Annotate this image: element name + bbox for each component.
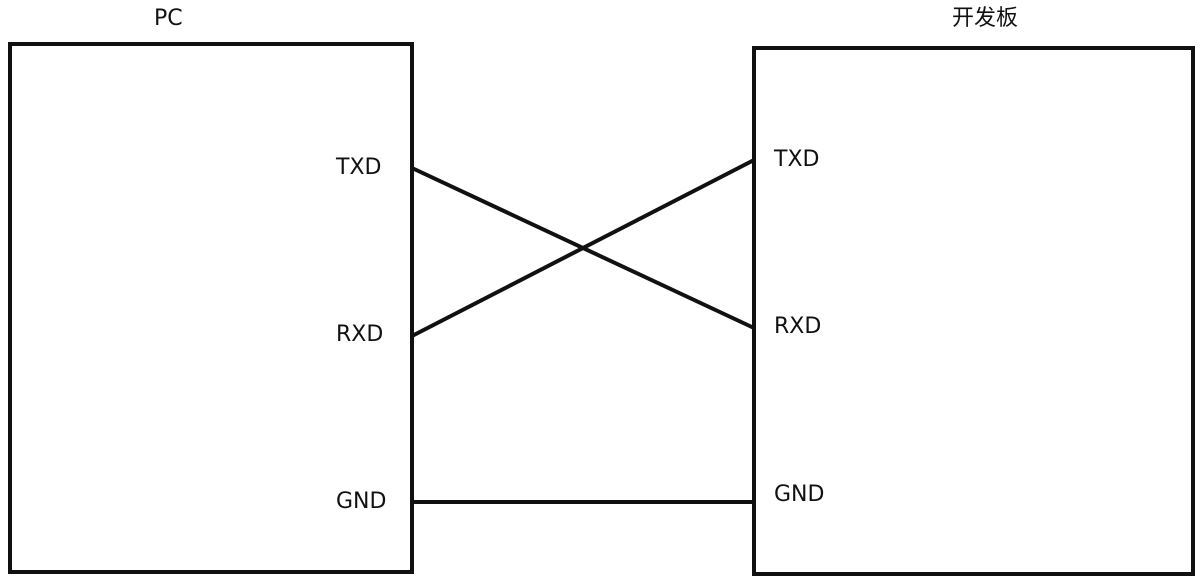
board-pin-txd: TXD [774,147,820,172]
board-title: 开发板 [952,6,1019,31]
pc-pin-txd: TXD [336,155,382,180]
pc-title: PC [154,6,183,31]
board-pin-rxd: RXD [774,314,822,339]
wire-pc-rxd-to-board-txd [411,158,755,338]
board-box [752,46,1195,576]
pc-box [8,42,414,574]
pc-pin-rxd: RXD [336,322,384,347]
pc-pin-gnd: GND [336,489,387,514]
board-pin-gnd: GND [774,482,825,507]
